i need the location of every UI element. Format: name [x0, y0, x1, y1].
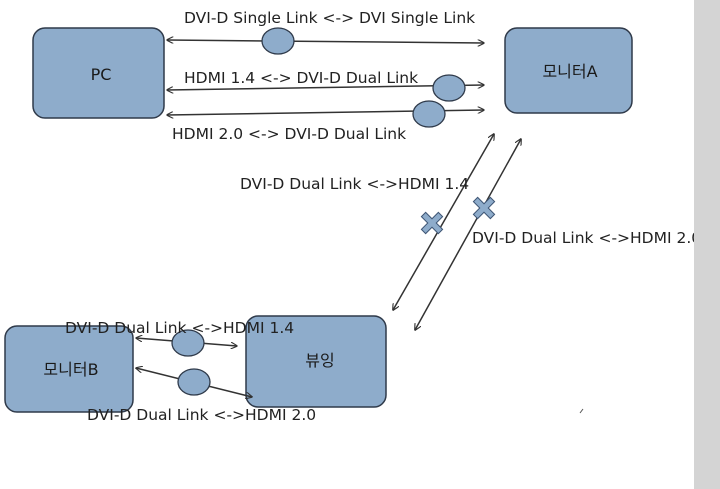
pc-monitor-a-top-line: [167, 40, 484, 43]
pc-monitor-a-mid-line: [167, 85, 484, 90]
pc-monitor-a-top-label: DVI-D Single Link <-> DVI Single Link: [184, 9, 475, 27]
monitor-b-viewing-top-knot: [171, 329, 205, 357]
viewing-label: 뷰잉: [305, 351, 334, 370]
viewing-monitor-a-right-cross-icon: [472, 196, 496, 220]
pc-monitor-a-bot-knot: [412, 100, 446, 128]
monitor-b-node[interactable]: 모니터B: [4, 325, 134, 413]
stray-mark: [579, 408, 584, 414]
monitor-b-label: 모니터B: [43, 360, 98, 379]
scrollbar-track[interactable]: [694, 0, 720, 489]
pc-label: PC: [91, 65, 112, 84]
monitor-b-viewing-bot-knot: [177, 368, 211, 396]
pc-monitor-a-top-knot: [261, 27, 295, 55]
connection-diagram: PC 모니터A 모니터B 뷰잉 DVI-D Single Link <-> DV…: [4, 9, 694, 424]
viewing-monitor-a-right-label: DVI-D Dual Link <->HDMI 2.0: [472, 229, 694, 247]
viewing-monitor-a-left-line: [393, 134, 494, 310]
viewing-monitor-a-right-line: [415, 139, 521, 330]
viewing-node[interactable]: 뷰잉: [245, 315, 387, 408]
pc-monitor-a-mid-knot: [432, 74, 466, 102]
viewing-monitor-a-left-cross-icon: [420, 211, 444, 235]
pc-monitor-a-mid-label: HDMI 1.4 <-> DVI-D Dual Link: [184, 69, 418, 87]
pc-monitor-a-bot-label: HDMI 2.0 <-> DVI-D Dual Link: [172, 125, 406, 143]
monitor-b-viewing-bot-label: DVI-D Dual Link <->HDMI 2.0: [87, 406, 316, 424]
monitor-a-node[interactable]: 모니터A: [504, 27, 633, 114]
pc-node[interactable]: PC: [32, 27, 165, 119]
monitor-a-label: 모니터A: [542, 62, 597, 81]
viewing-monitor-a-left-label: DVI-D Dual Link <->HDMI 1.4: [240, 175, 469, 193]
monitor-b-viewing-top-label: DVI-D Dual Link <->HDMI 1.4: [65, 319, 294, 337]
